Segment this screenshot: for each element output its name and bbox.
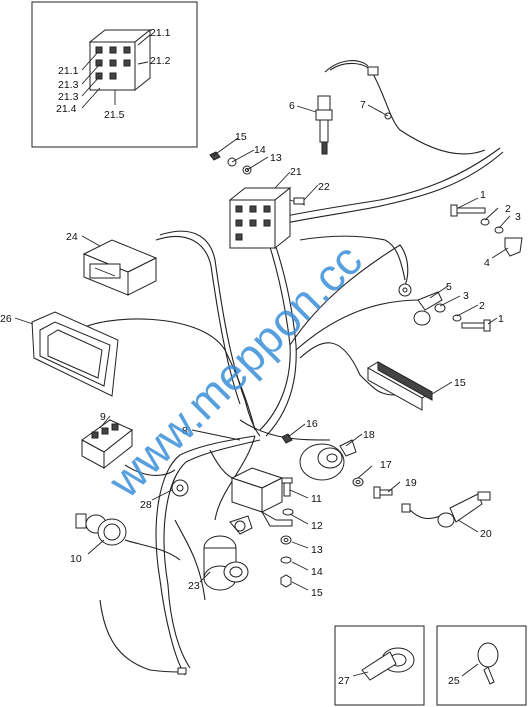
fuse-box-detail [81,28,152,109]
fuse-box-detail-frame [31,1,198,148]
callout-2-upper: 2 [505,203,511,215]
callout-28: 28 [140,499,152,511]
buzzer-fasteners [352,477,393,499]
callout-5: 5 [446,281,452,293]
callout-13-top: 13 [270,152,282,164]
callout-25: 25 [448,675,460,687]
tie-detail-frame [436,625,527,706]
callout-6: 6 [289,100,295,112]
callout-20: 20 [480,528,492,540]
clip-detail-frame [334,625,425,706]
callout-15-connector: 15 [454,377,466,389]
harness-clip [361,647,415,681]
multi-pin-connector [367,361,433,411]
callout-21-1-lower: 21.1 [58,65,79,77]
callout-21-4: 21.4 [56,103,77,115]
callout-1-upper: 1 [480,189,486,201]
callout-2-lower: 2 [479,300,485,312]
mid-right-hardware [413,291,491,332]
callout-26: 26 [0,313,12,325]
callout-labels: 21.1 21.2 21.1 21.3 21.3 21.4 21.5 15 14… [0,27,521,687]
relay [230,467,293,527]
callout-23: 23 [188,580,200,592]
callout-3-lower: 3 [463,290,469,302]
callout-21-2: 21.2 [150,55,171,67]
callout-18: 18 [363,429,375,441]
buzzer-unit [281,433,357,481]
callout-14-top: 14 [254,144,266,156]
ignition-key-switch [75,513,127,546]
callout-27: 27 [338,675,350,687]
oxygen-sensor [315,66,392,155]
callout-22: 22 [318,181,330,193]
grommet [171,479,189,497]
wiring-harness [79,60,504,676]
callout-15-lower: 15 [311,587,323,599]
callout-21-1-upper: 21.1 [150,27,171,39]
callout-17: 17 [380,459,392,471]
callout-16: 16 [306,418,318,430]
callout-10: 10 [70,553,82,565]
upper-right-hardware [398,204,523,297]
fuse-box [228,186,292,250]
switch-panel [81,419,133,470]
callout-14-lower: 14 [311,566,323,578]
callout-12: 12 [311,520,323,532]
callout-15-top: 15 [235,131,247,143]
power-socket [203,515,253,591]
callout-4: 4 [484,257,490,269]
callout-13-lower: 13 [311,544,323,556]
callout-19: 19 [405,477,417,489]
callout-7: 7 [360,99,366,111]
instrument-display [31,311,119,397]
cable-tie [477,642,499,685]
callout-24: 24 [66,231,78,243]
leader-lines [14,104,511,677]
callout-21-3-upper: 21.3 [58,79,79,91]
temperature-sensor [401,491,491,528]
radio-unit [82,239,158,296]
callout-8: 8 [182,425,188,437]
callout-21: 21 [290,166,302,178]
callout-21-5: 21.5 [104,109,125,121]
callout-9: 9 [100,411,106,423]
relay-fasteners [280,508,294,588]
callout-11: 11 [311,493,322,505]
callout-21-3-lower: 21.3 [58,91,79,103]
callout-3-upper: 3 [515,211,521,223]
callout-1-lower: 1 [498,313,504,325]
